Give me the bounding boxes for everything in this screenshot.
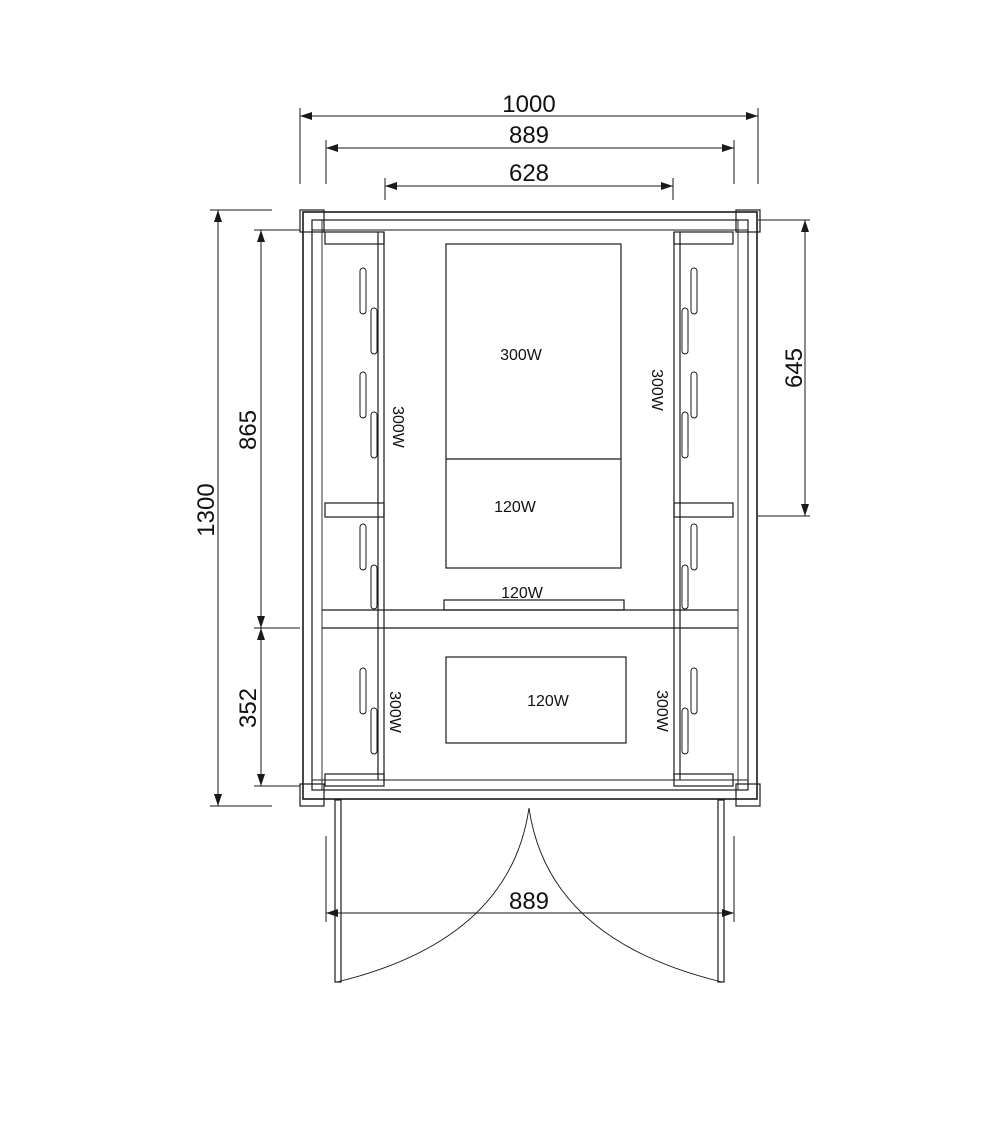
left-heater-column	[324, 231, 385, 787]
left-upper-heater-label: 300W	[389, 406, 406, 449]
overall-depth-label: 1300	[193, 483, 220, 536]
back-lower-heater-label: 120W	[494, 499, 537, 516]
dimension-overall-width: 1000	[299, 91, 759, 184]
interior-width-label: 889	[509, 122, 549, 149]
cabin-outer-wall	[302, 211, 758, 800]
left-lower-heater-label: 300W	[386, 691, 403, 734]
front-heater-label: 120W	[527, 693, 570, 710]
dimension-lower-depth: 352	[235, 628, 300, 787]
right-vent-slots	[681, 267, 698, 755]
back-heater-panel	[445, 243, 622, 569]
right-heater-column	[673, 231, 734, 787]
left-vent-slots	[359, 267, 378, 755]
dimension-upper-depth: 865	[235, 229, 300, 629]
dimension-overall-depth: 1300	[193, 209, 272, 807]
front-heater-panel	[445, 656, 627, 744]
door-width-label: 889	[509, 888, 549, 915]
dimension-center-width: 628	[384, 160, 674, 200]
right-depth-label: 645	[781, 348, 808, 388]
corner-posts	[299, 209, 761, 807]
lower-depth-label: 352	[235, 688, 262, 728]
dimension-interior-width: 889	[325, 122, 735, 184]
floor-heater-label: 120W	[501, 585, 544, 602]
right-lower-heater-label: 300W	[653, 690, 670, 733]
floor-heater-strip	[443, 599, 625, 611]
overall-width-label: 1000	[502, 91, 555, 118]
upper-depth-label: 865	[235, 410, 262, 450]
back-large-heater-label: 300W	[500, 347, 543, 364]
right-upper-heater-label: 300W	[648, 369, 665, 412]
right-door	[528, 799, 725, 983]
dimension-right-depth: 645	[758, 219, 810, 517]
left-door	[334, 799, 530, 983]
center-width-label: 628	[509, 160, 549, 187]
dimension-door-width: 889	[325, 836, 735, 922]
